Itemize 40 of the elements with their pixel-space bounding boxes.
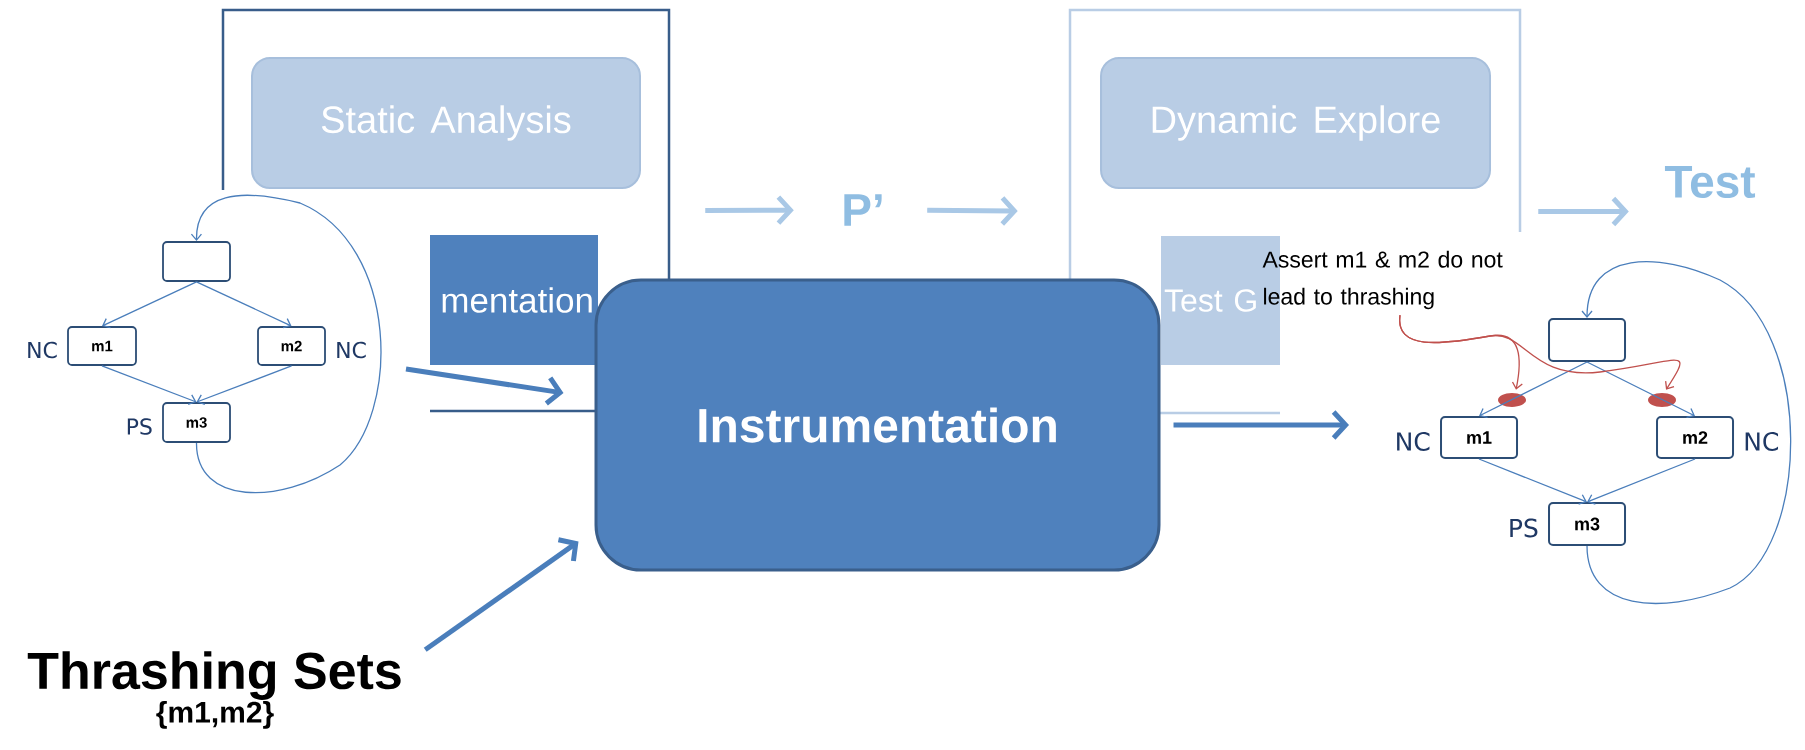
arrow bbox=[927, 196, 1018, 226]
state-label: PS bbox=[127, 418, 152, 435]
arrow bbox=[1538, 196, 1629, 227]
method-box: m3 bbox=[1548, 502, 1626, 546]
flow-label: P’ bbox=[844, 194, 882, 226]
step-box: mentation bbox=[430, 235, 598, 365]
step-box: Dynamic Explore bbox=[1100, 57, 1491, 189]
arrow bbox=[1479, 361, 1588, 418]
input-label: Thrashing Sets {m1,m2} bbox=[27, 651, 401, 729]
arrow bbox=[195, 281, 292, 329]
arrow bbox=[423, 537, 579, 652]
flow-label: Test bbox=[1664, 165, 1756, 199]
arrow bbox=[101, 365, 197, 405]
arrow bbox=[1586, 361, 1695, 418]
arrow bbox=[196, 365, 293, 405]
method-box bbox=[1548, 318, 1626, 362]
state-label: NC bbox=[28, 341, 57, 359]
arrow bbox=[705, 195, 794, 225]
state-label: PS bbox=[1510, 518, 1538, 538]
arrow bbox=[1587, 458, 1696, 505]
leader-line bbox=[1399, 314, 1681, 390]
arrow bbox=[190, 194, 382, 494]
step-box: Static Analysis bbox=[251, 57, 641, 189]
state-label: NC bbox=[337, 341, 366, 359]
arrow bbox=[1581, 260, 1792, 604]
arrow bbox=[1173, 410, 1349, 440]
method-box: m1 bbox=[67, 326, 137, 366]
assertion-dot bbox=[1648, 393, 1676, 407]
process-box: Instrumentation bbox=[594, 278, 1161, 572]
method-box bbox=[162, 241, 231, 282]
arrow bbox=[405, 366, 564, 406]
method-box: m2 bbox=[1656, 416, 1734, 459]
method-box: m3 bbox=[162, 402, 231, 443]
method-box: m1 bbox=[1440, 416, 1518, 459]
arrow bbox=[102, 281, 198, 329]
state-label: NC bbox=[1745, 432, 1779, 451]
leader-line bbox=[1399, 314, 1523, 390]
assertion-dot bbox=[1498, 393, 1526, 407]
state-label: NC bbox=[1397, 432, 1430, 451]
arrow bbox=[1478, 458, 1587, 505]
